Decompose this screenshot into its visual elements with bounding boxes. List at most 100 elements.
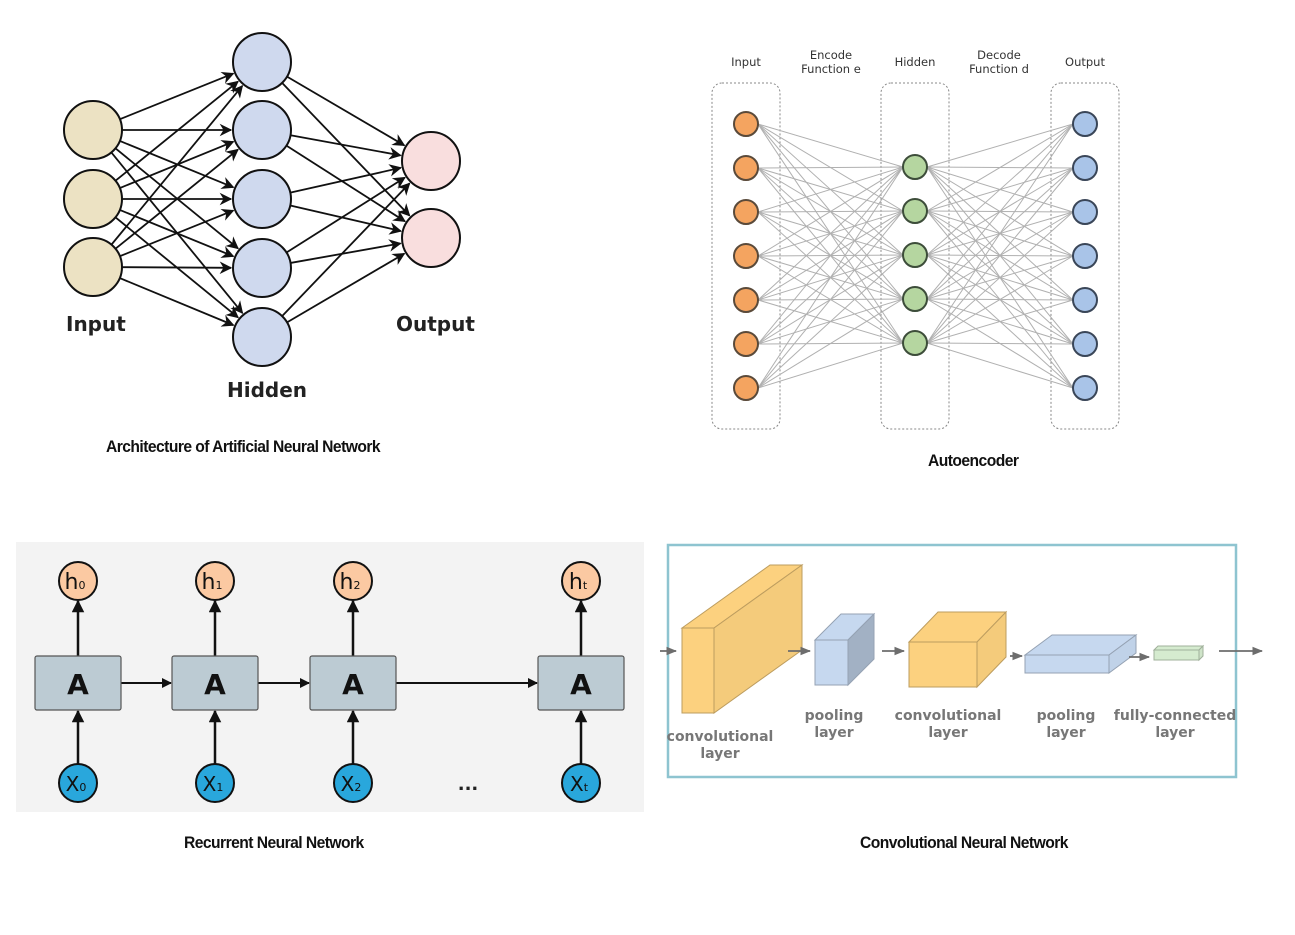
ann-edge: [285, 144, 406, 223]
cnn-label-1a: pooling: [805, 708, 864, 724]
ann-input-node: [63, 237, 123, 297]
cnn-label-0a: convolutional: [667, 729, 774, 745]
cnn-layer-block: [907, 610, 1008, 689]
rnn-cell: [171, 655, 259, 711]
rnn-diagram: Ah0X0Ah1X1Ah2X2AhtXt ...: [16, 542, 644, 812]
ae-output-box: [1050, 82, 1120, 430]
rnn-ellipsis: ...: [458, 774, 479, 795]
ae-output-label: Output: [1065, 55, 1105, 69]
ann-hidden-node: [232, 307, 292, 367]
ae-edge: [926, 123, 1074, 344]
rnn-input-node: [58, 763, 98, 803]
ann-edge: [286, 252, 406, 324]
rnn-cell: [309, 655, 397, 711]
cnn-diagram: convolutional layer pooling layer convol…: [660, 543, 1264, 779]
ae-edge: [757, 166, 904, 213]
ae-decode-label-2: Function d: [969, 62, 1029, 76]
ae-edge: [757, 342, 904, 389]
ann-hidden-label: Hidden: [227, 378, 307, 402]
ae-input-node: [733, 111, 759, 137]
ae-input-node: [733, 287, 759, 313]
ae-edge: [757, 166, 904, 301]
ae-encode-label-1: Encode: [810, 48, 852, 62]
ae-edge: [926, 123, 1074, 256]
ann-edge: [281, 82, 411, 217]
ae-hidden-node: [902, 198, 928, 224]
ann-edge: [290, 164, 402, 194]
ae-hidden-node: [902, 242, 928, 268]
ae-input-node: [733, 331, 759, 357]
rnn-hidden-state-node: [195, 561, 235, 601]
ae-output-node: [1072, 287, 1098, 313]
rnn-cell-label: A: [342, 668, 364, 701]
ae-edge: [926, 167, 1074, 344]
ae-input-node: [733, 155, 759, 181]
ae-edge: [757, 123, 904, 168]
ae-output-node: [1072, 243, 1098, 269]
rnn-hidden-state-node: [333, 561, 373, 601]
ann-hidden-node: [232, 100, 292, 160]
cnn-layer-block: [680, 564, 804, 714]
cnn-label-3b: layer: [1046, 725, 1085, 741]
ae-input-node: [733, 375, 759, 401]
ann-edge: [119, 208, 235, 258]
ae-output-node: [1072, 375, 1098, 401]
ann-edge: [286, 75, 406, 147]
ae-edge: [926, 342, 1074, 389]
rnn-hidden-state-node: [561, 561, 601, 601]
ann-diagram: Input Hidden Output: [63, 32, 475, 402]
ae-edge: [757, 298, 904, 389]
ann-output-node: [401, 208, 461, 268]
ae-output-node: [1072, 331, 1098, 357]
cnn-layer-block: [813, 612, 876, 687]
ae-edge: [757, 166, 904, 389]
ann-input-label: Input: [66, 312, 126, 336]
ae-edge: [926, 123, 1074, 300]
ann-edge: [286, 176, 406, 254]
ae-edge: [757, 166, 904, 345]
rnn-cell-label: A: [204, 668, 226, 701]
cnn-label-1b: layer: [814, 725, 853, 741]
ae-input-node: [733, 243, 759, 269]
rnn-cell-label: A: [67, 668, 89, 701]
ann-edge: [114, 148, 239, 250]
rnn-input-node: [561, 763, 601, 803]
ae-edge: [757, 254, 904, 389]
rnn-cell: [537, 655, 625, 711]
cnn-layer-block: [1023, 634, 1138, 674]
ann-hidden-node: [232, 32, 292, 92]
ann-hidden-node: [232, 169, 292, 229]
cnn-label-3a: pooling: [1037, 708, 1096, 724]
ann-edge: [119, 277, 235, 327]
ann-edge: [290, 134, 402, 160]
ae-edge: [926, 299, 1074, 344]
cnn-label-4a: fully-connected: [1114, 708, 1236, 724]
ann-input-node: [63, 100, 123, 160]
rnn-input-node: [333, 763, 373, 803]
ann-edge: [121, 261, 233, 275]
ann-edge: [290, 204, 403, 235]
ae-hidden-node: [902, 286, 928, 312]
cnn-label-2b: layer: [928, 725, 967, 741]
ae-edge: [926, 342, 1074, 345]
ae-output-node: [1072, 111, 1098, 137]
ae-decode-label-1: Decode: [977, 48, 1021, 62]
ann-input-node: [63, 169, 123, 229]
cnn-label-4b: layer: [1155, 725, 1194, 741]
ae-hidden-node: [902, 330, 928, 356]
ae-edge: [926, 123, 1074, 212]
ae-hidden-label: Hidden: [895, 55, 936, 69]
ae-output-node: [1072, 199, 1098, 225]
ann-hidden-node: [232, 238, 292, 298]
ae-input-box: [711, 82, 781, 430]
ae-output-node: [1072, 155, 1098, 181]
rnn-caption: Recurrent Neural Network: [184, 833, 364, 852]
ae-edge: [757, 166, 904, 169]
ae-edge: [757, 166, 904, 257]
rnn-cell: [34, 655, 122, 711]
ae-input-node: [733, 199, 759, 225]
autoencoder-diagram: Input Encode Function e Hidden Decode Fu…: [711, 48, 1120, 430]
ann-edge: [114, 80, 239, 182]
autoencoder-caption: Autoencoder: [928, 451, 1019, 470]
cnn-layer-block: [1152, 644, 1205, 662]
